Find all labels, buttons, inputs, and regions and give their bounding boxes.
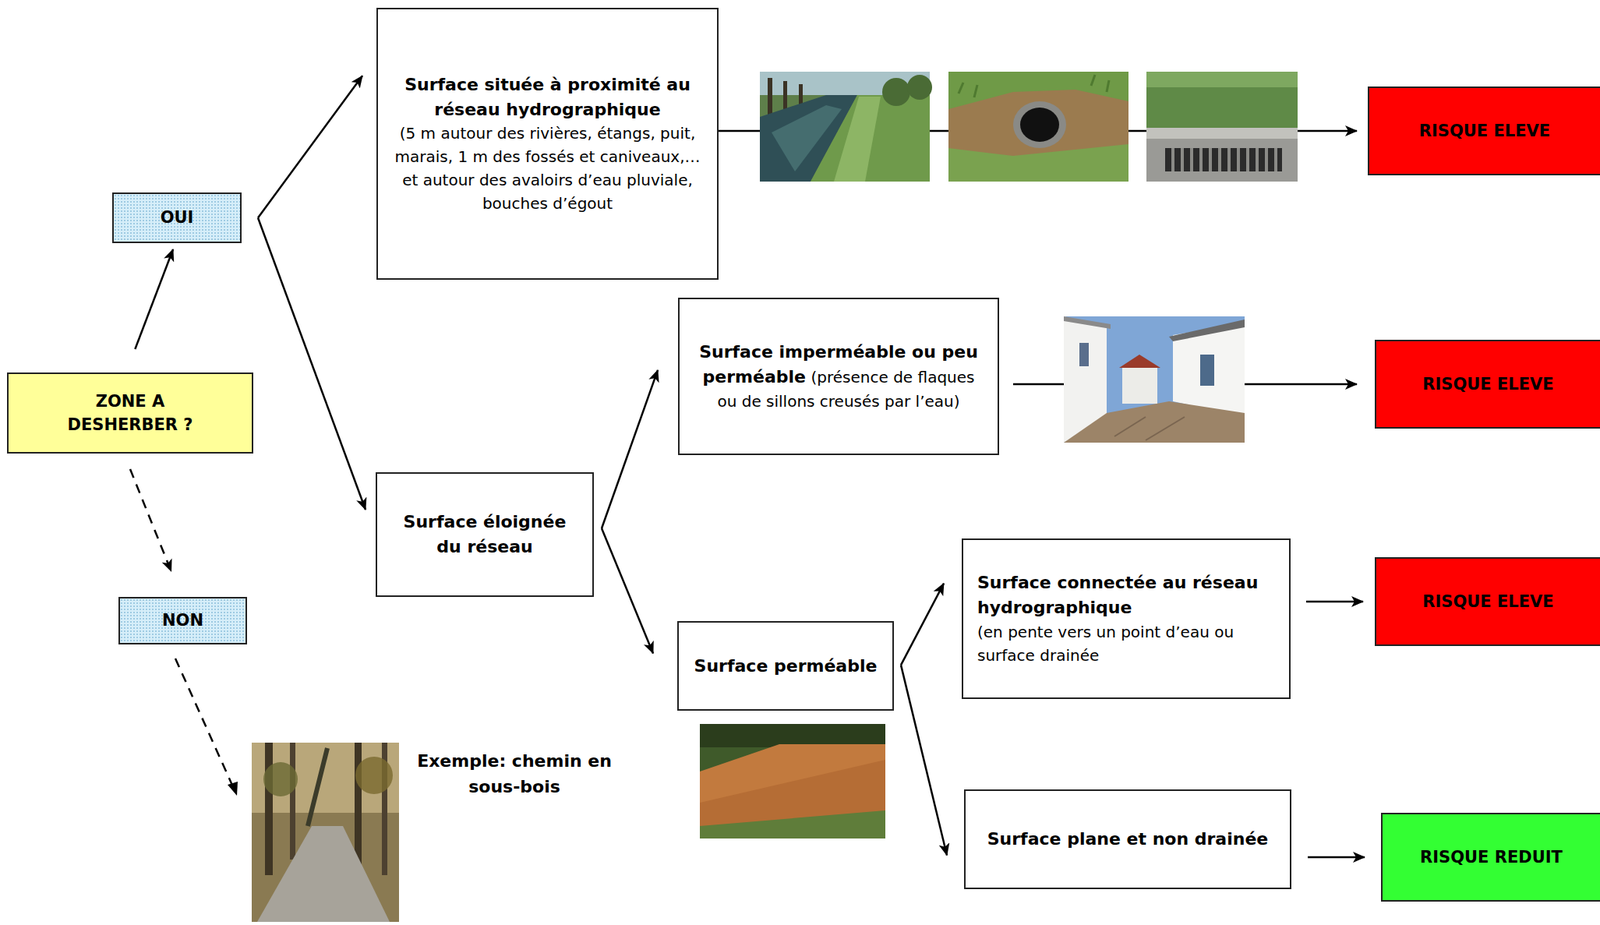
arrow-connector [257, 218, 366, 511]
risk-box: RISQUE ELEVE [1374, 339, 1600, 429]
forest-photo [251, 742, 400, 922]
box-content: Surface imperméable ou peu perméable(pré… [692, 339, 986, 414]
box-heading: RISQUE REDUIT [1391, 845, 1591, 869]
box-heading: Surface située à proximité au réseau hyd… [390, 72, 705, 123]
box-content: NON [127, 608, 238, 633]
condition-box: Surface située à proximité au réseau hyd… [376, 7, 719, 280]
box-content: Surface connectée au réseau hydrographiq… [977, 570, 1276, 668]
arrow-connector [900, 664, 947, 855]
box-heading: OUI [121, 205, 233, 230]
arrow-connector [601, 370, 658, 529]
box-heading: Surface perméable [689, 653, 882, 679]
arrow-connector [130, 469, 172, 572]
box-heading: Surface connectée au réseau hydrographiq… [977, 570, 1276, 621]
box-content: Surface située à proximité au réseau hyd… [390, 72, 705, 216]
box-heading: RISQUE ELEVE [1385, 589, 1591, 614]
canal-photo [759, 71, 933, 182]
arrow-connector [601, 528, 654, 654]
condition-box: Surface imperméable ou peu perméable(pré… [678, 297, 1000, 456]
condition-box: Surface perméable [677, 621, 894, 711]
box-content: Surface perméable [689, 653, 882, 679]
example-label: Exemple: chemin en sous-bois [405, 748, 624, 800]
box-content: Surface éloignée du réseau [389, 509, 580, 560]
arrow-connector [257, 75, 363, 218]
box-note: (5 m autour des rivières, étangs, puit, … [390, 121, 705, 216]
box-content: RISQUE REDUIT [1391, 845, 1591, 869]
risk-box: RISQUE ELEVE [1367, 86, 1600, 176]
arrow-connector [134, 249, 174, 350]
box-heading: RISQUE ELEVE [1385, 372, 1591, 396]
box-heading: Surface éloignée du réseau [389, 509, 580, 560]
box-heading: RISQUE ELEVE [1378, 119, 1591, 143]
answer-box: OUI [112, 192, 242, 244]
box-heading: ZONE A DESHERBER ? [39, 389, 221, 438]
condition-box: Surface plane et non drainée [964, 789, 1292, 890]
start-box: ZONE A DESHERBER ? [7, 372, 254, 454]
box-content: Surface plane et non drainée [978, 826, 1278, 852]
path-photo [699, 724, 886, 839]
drain-grate-photo [1146, 71, 1298, 182]
box-content: RISQUE ELEVE [1385, 589, 1591, 614]
box-heading: Surface plane et non drainée [978, 826, 1278, 852]
box-content: RISQUE ELEVE [1378, 119, 1591, 143]
condition-box: Surface connectée au réseau hydrographiq… [961, 538, 1291, 700]
box-content: OUI [121, 205, 233, 230]
arrow-connector [900, 583, 944, 666]
box-heading: NON [127, 608, 238, 633]
box-note: (en pente vers un point d’eau ou surface… [977, 620, 1276, 668]
dashed-leader [175, 658, 238, 796]
arrow-connector [1306, 600, 1364, 604]
culvert-photo [948, 71, 1129, 182]
arrow-connector [1307, 856, 1365, 859]
houses-photo [1063, 316, 1245, 443]
box-content: ZONE A DESHERBER ? [39, 389, 221, 438]
risk-box: RISQUE ELEVE [1374, 557, 1600, 647]
answer-box: NON [118, 596, 248, 645]
connector-group [130, 75, 1365, 858]
condition-box: Surface éloignée du réseau [375, 472, 594, 597]
risk-box: RISQUE REDUIT [1381, 812, 1600, 902]
box-content: RISQUE ELEVE [1385, 372, 1591, 396]
